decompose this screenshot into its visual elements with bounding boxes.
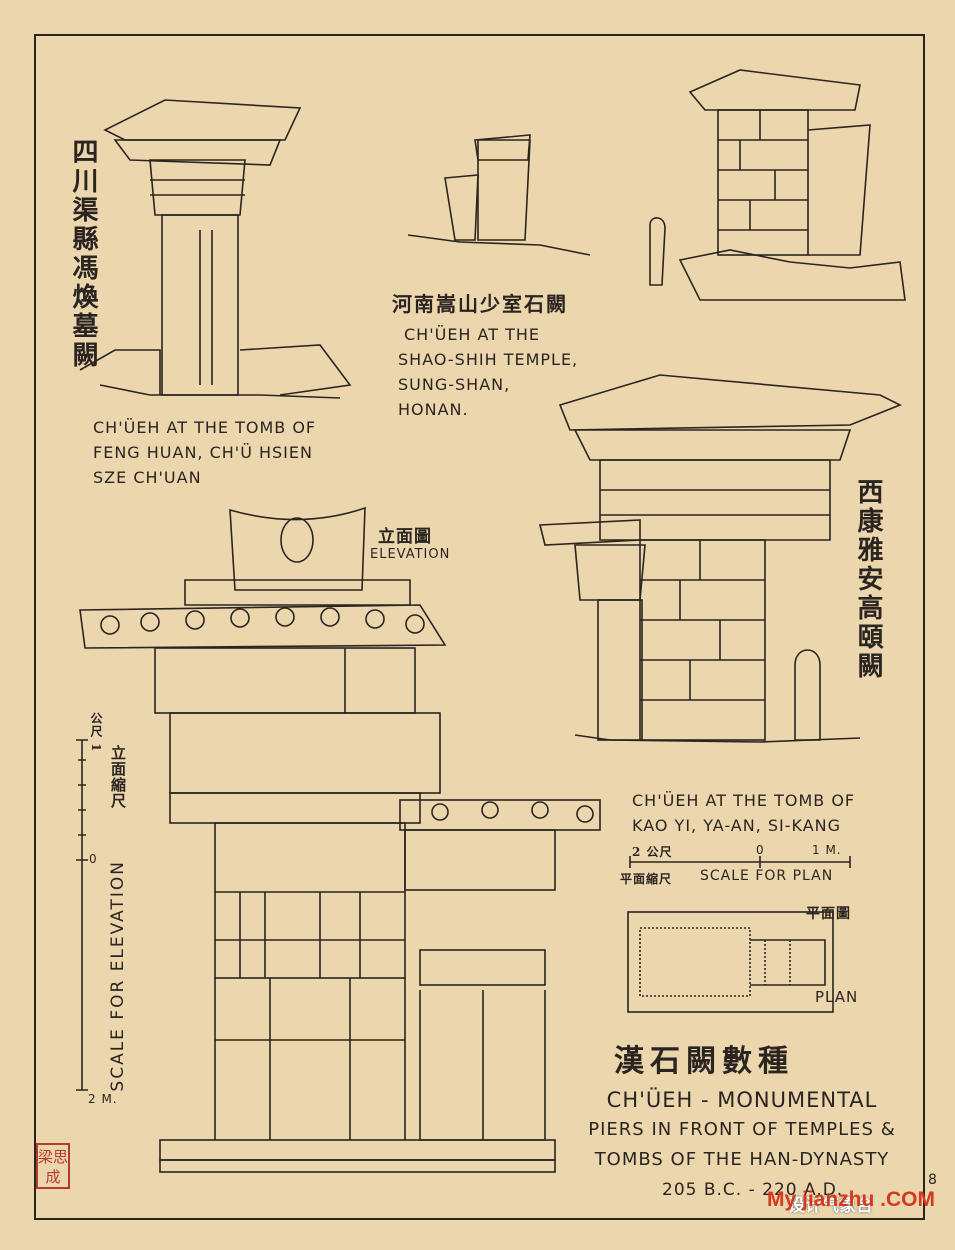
- title-chinese: 漢石闕數種: [614, 1044, 794, 1079]
- elevation-drawing: [79, 506, 601, 1173]
- elevation-scale-top-label: 公尺 1: [89, 712, 103, 753]
- title-dates: 205 B.C. - 220 A.D.: [662, 1180, 844, 1200]
- elevation-chinese-label: 立面圖: [378, 527, 432, 547]
- shao-shih-chinese-label: 河南嵩山少室石闕: [392, 292, 568, 316]
- elevation-scale-chinese-label: 立面縮尺: [109, 745, 127, 809]
- kao-yi-caption-line-1: CH'ÜEH AT THE TOMB OF: [632, 791, 856, 810]
- title-line-1: CH'ÜEH - MONUMENTAL: [606, 1088, 878, 1112]
- plan-label: PLAN: [815, 988, 859, 1006]
- plan-scale-left-label: 2 公尺: [632, 845, 673, 859]
- page-number: 8: [928, 1172, 938, 1188]
- elevation-scale-caption: SCALE FOR ELEVATION: [108, 860, 128, 1092]
- elevation-scale-bottom-label: 2 M.: [88, 1092, 118, 1106]
- feng-huan-caption-line-1: CH'ÜEH AT THE TOMB OF: [93, 418, 317, 437]
- watermark-site: My jianzhu .COM: [767, 1188, 935, 1211]
- plan-scale-right-label: 1 M.: [812, 843, 842, 857]
- title-line-2: PIERS IN FRONT OF TEMPLES &: [588, 1119, 896, 1140]
- elevation-scale-zero-label: 0: [89, 852, 98, 866]
- elevation-label: ELEVATION: [370, 547, 451, 562]
- feng-huan-pier-sketch: [79, 99, 352, 399]
- title-line-3: TOMBS OF THE HAN-DYNASTY: [594, 1149, 890, 1170]
- shao-shih-ruin-sketch: [649, 69, 906, 301]
- feng-huan-caption-line-2: FENG HUAN, CH'Ü HSIEN: [93, 443, 313, 462]
- feng-huan-caption-line-3: SZE CH'UAN: [93, 468, 202, 487]
- feng-huan-caption: CH'ÜEH AT THE TOMB OF FENG HUAN, CH'Ü HS…: [93, 415, 316, 490]
- drawing-border: [34, 34, 925, 1220]
- shao-shih-caption-line-4: HONAN.: [398, 400, 469, 419]
- plan-chinese-label: 平面圖: [806, 906, 851, 922]
- shao-shih-caption: CH'ÜEH AT THE SHAO-SHIH TEMPLE, SUNG-SHA…: [398, 322, 578, 422]
- kao-yi-chinese-label: 西康雅安高頤闕: [853, 478, 883, 681]
- shao-shih-caption-line-1: CH'ÜEH AT THE: [404, 325, 541, 344]
- watermark-chinese: 设计气象台: [788, 1196, 873, 1216]
- title-english: CH'ÜEH - MONUMENTAL PIERS IN FRONT OF TE…: [572, 1085, 912, 1175]
- plan-scale-caption: SCALE FOR PLAN: [700, 868, 834, 884]
- plan-scale-bar: [629, 856, 851, 868]
- plan-scale-zero-label: 0: [756, 843, 765, 857]
- shao-shih-caption-line-3: SUNG-SHAN,: [398, 375, 511, 394]
- kao-yi-pier-sketch: [538, 374, 902, 743]
- kao-yi-caption-line-2: KAO YI, YA-AN, SI-KANG: [632, 816, 842, 835]
- plan-drawing: [627, 911, 834, 1013]
- shao-shih-pier-sketch: [407, 134, 591, 256]
- elevation-scale-bar: [76, 739, 88, 1091]
- artist-seal: 梁思成: [36, 1143, 70, 1189]
- feng-huan-chinese-label: 四川渠縣馮煥墓闕: [68, 138, 98, 370]
- kao-yi-caption: CH'ÜEH AT THE TOMB OF KAO YI, YA-AN, SI-…: [632, 788, 855, 838]
- plan-scale-chinese-label: 平面縮尺: [620, 872, 673, 886]
- shao-shih-caption-line-2: SHAO-SHIH TEMPLE,: [398, 350, 579, 369]
